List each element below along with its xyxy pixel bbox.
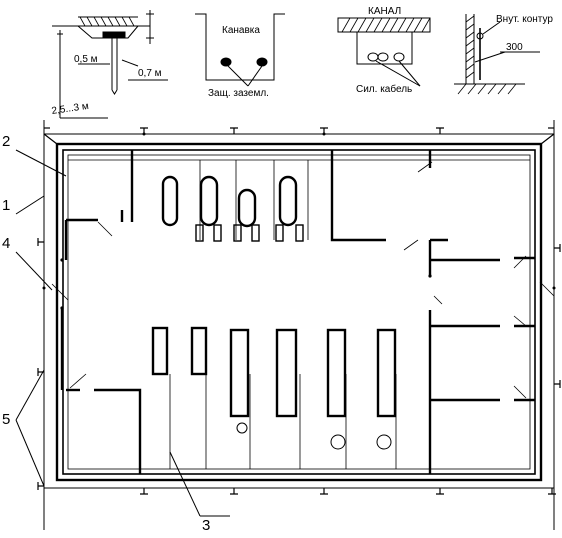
electrode-width-label: 0,5 м [74, 54, 98, 65]
channel-cable-label: Сил. кабель [356, 83, 412, 95]
detail-channel: КАНАЛ Сил. кабель [337, 6, 431, 95]
detail-ground-electrode: 0,5 м 0,7 м 2,5...3 м [51, 10, 168, 119]
electrode-length-label: 2,5...3 м [51, 101, 90, 117]
building-outer-wall [55, 142, 543, 482]
wall-contour-label: Внут. контур [496, 14, 553, 25]
detail-trench: Канавка Защ. заземл. [195, 13, 285, 99]
upper-equipment [161, 160, 309, 242]
detail-wall: Внут. контур 300 [454, 14, 553, 95]
internal-ground-contour [67, 154, 531, 470]
callout-3: 3 [202, 517, 210, 534]
lower-equipment [151, 326, 397, 469]
electrode-depth-label: 0,7 м [138, 68, 162, 79]
outer-ground-contour [43, 133, 555, 489]
callout-2: 2 [2, 133, 10, 150]
callout-1: 1 [2, 197, 10, 214]
trench-title: Канавка [222, 25, 260, 36]
channel-title: КАНАЛ [368, 6, 401, 17]
callout-4: 4 [2, 235, 10, 252]
building-inner-wall [62, 149, 536, 475]
floor-plan [37, 120, 561, 530]
callout-5: 5 [2, 411, 10, 428]
trench-conductor-label: Защ. заземл. [208, 88, 269, 99]
callouts: 2 1 4 5 3 [2, 133, 230, 534]
ground-electrodes [37, 127, 561, 495]
wall-offset-label: 300 [506, 42, 523, 53]
